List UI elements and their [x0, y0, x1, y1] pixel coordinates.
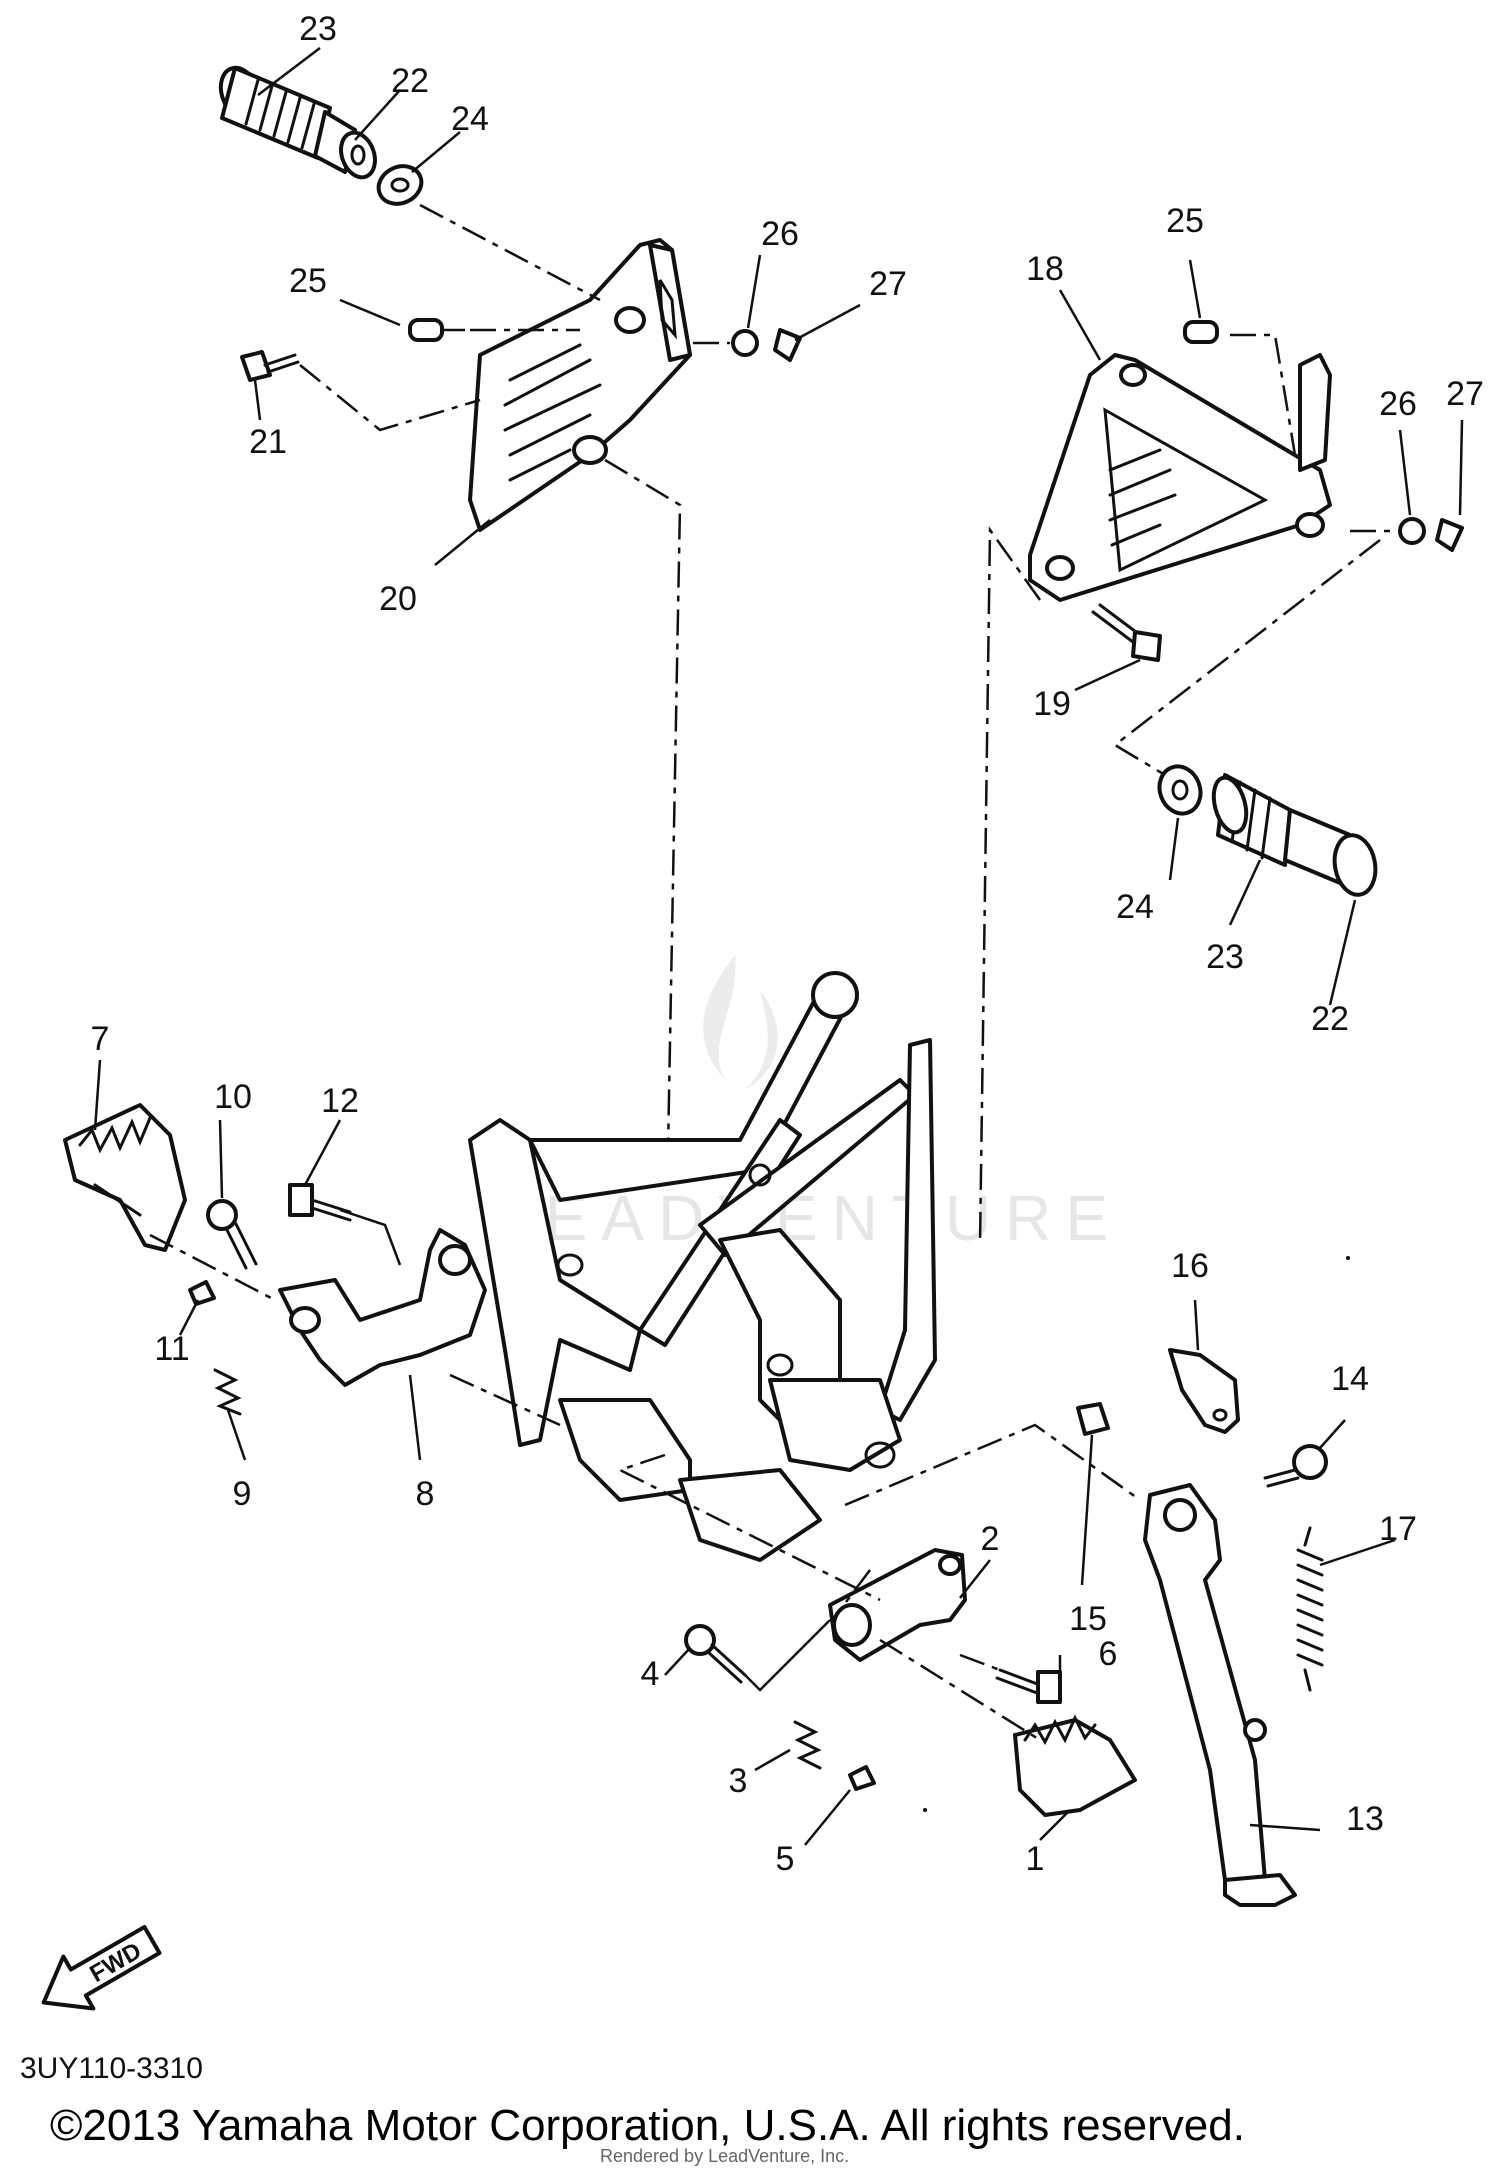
callout-27b: 27 — [1446, 375, 1484, 413]
callout-12: 12 — [321, 1082, 359, 1120]
sidestand-13 — [1143, 1483, 1297, 1907]
callout-26: 26 — [761, 215, 799, 253]
callout-22: 22 — [391, 62, 429, 100]
callout-17: 17 — [1379, 1510, 1417, 1548]
callout-7: 7 — [91, 1020, 110, 1058]
right-rear-footrest-group — [978, 320, 1464, 1246]
peg-23-right — [1211, 773, 1378, 897]
callout-4: 4 — [641, 1655, 660, 1693]
bolt-21 — [240, 350, 300, 382]
frame-section — [468, 971, 937, 1562]
bolt-19 — [1091, 603, 1162, 662]
bolt-12 — [288, 1183, 352, 1222]
callout-11: 11 — [154, 1330, 189, 1368]
callout-8: 8 — [416, 1475, 435, 1513]
callout-18: 18 — [1026, 250, 1064, 288]
cotter-pin-11 — [188, 1280, 216, 1306]
washer-24-right — [1157, 764, 1203, 816]
bolt-6 — [995, 1668, 1062, 1704]
bracket-20 — [468, 238, 692, 532]
washer-24-left — [376, 164, 424, 206]
fwd-arrow: FWD — [41, 1925, 162, 2011]
cotter-pin-27-right — [1435, 518, 1464, 552]
copyright-notice: ©2013 Yamaha Motor Corporation, U.S.A. A… — [50, 2101, 1245, 2150]
callout-25b: 25 — [1166, 202, 1204, 240]
footrest-7 — [63, 1103, 187, 1252]
callout-25: 25 — [289, 262, 327, 300]
cotter-pin-27-left — [773, 328, 802, 362]
plate-16 — [1168, 1348, 1240, 1434]
callout-5: 5 — [776, 1840, 795, 1878]
callout-10: 10 — [214, 1078, 252, 1116]
bolt-14 — [1263, 1444, 1328, 1488]
footrest-1 — [1013, 1714, 1137, 1817]
left-rear-footrest-group — [218, 65, 802, 1151]
left-footrest-group — [63, 1103, 561, 1427]
callout-24: 24 — [451, 100, 489, 138]
spring-3 — [793, 1720, 822, 1770]
bracket-8 — [278, 1228, 487, 1387]
peg-23-left — [218, 65, 377, 180]
callout-16: 16 — [1171, 1247, 1209, 1285]
pin-25-left — [408, 318, 465, 342]
callout-19: 19 — [1033, 685, 1071, 723]
callout-labels: 23 22 24 25 26 27 21 20 18 25 26 27 19 2… — [91, 10, 1484, 1878]
callout-23b: 23 — [1206, 938, 1244, 976]
pin-4 — [684, 1624, 747, 1684]
rendered-by: Rendered by LeadVenture, Inc. — [600, 2146, 849, 2166]
callout-20: 20 — [379, 580, 417, 618]
leader-lines — [93, 47, 1464, 1846]
pin-25-right — [1183, 320, 1219, 344]
spring-17 — [1296, 1526, 1324, 1692]
nut-26-left — [731, 329, 759, 357]
callout-13: 13 — [1346, 1800, 1384, 1838]
collar-15 — [1076, 1402, 1110, 1436]
callout-22b: 22 — [1311, 1000, 1349, 1038]
watermark: LEADVENTURE — [495, 955, 1108, 1254]
sidestand-group — [844, 1348, 1328, 1907]
callout-26b: 26 — [1379, 385, 1417, 423]
callout-27: 27 — [869, 265, 907, 303]
callout-24b: 24 — [1116, 888, 1154, 926]
diagram-code: 3UY110-3310 — [20, 2052, 203, 2085]
cotter-pin-5 — [848, 1765, 876, 1791]
bracket-2 — [828, 1548, 967, 1662]
callout-2: 2 — [981, 1520, 1000, 1558]
right-footrest-group — [616, 1453, 1137, 1817]
callout-3: 3 — [729, 1762, 748, 1800]
callout-9: 9 — [233, 1475, 252, 1513]
callout-6: 6 — [1099, 1635, 1118, 1673]
callout-15: 15 — [1069, 1600, 1107, 1638]
callout-1: 1 — [1026, 1840, 1045, 1878]
callout-21: 21 — [249, 423, 287, 461]
nut-26-right — [1398, 517, 1426, 545]
pin-10 — [206, 1199, 258, 1270]
spring-9 — [213, 1368, 242, 1416]
callout-14: 14 — [1331, 1360, 1369, 1398]
callout-23: 23 — [299, 10, 337, 48]
bracket-18 — [1028, 353, 1332, 602]
